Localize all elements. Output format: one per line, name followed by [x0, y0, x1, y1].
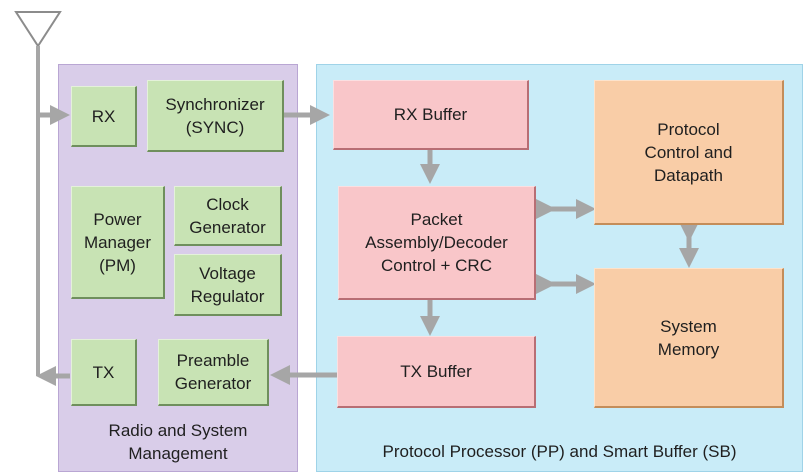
power-manager-block: Power Manager (PM)	[71, 186, 165, 299]
power-manager-label-line1: Power	[93, 209, 142, 229]
voltage-regulator-label-line1: Voltage	[199, 263, 256, 283]
protocol-control-label-line1: Protocol	[657, 119, 720, 139]
radio-region-label-line2: Management	[128, 444, 228, 463]
clock-generator-label-line1: Clock	[206, 194, 249, 214]
protocol-control-label-line2: Control and	[644, 142, 733, 162]
packet-label-line1: Packet	[410, 210, 463, 229]
rx-buffer-label: RX Buffer	[393, 105, 468, 124]
protocol-control-datapath-block: Protocol Control and Datapath	[594, 80, 784, 225]
system-memory-block: System Memory	[594, 268, 784, 408]
clock-generator-label-line2: Generator	[189, 217, 266, 237]
packet-label-line2: Assembly/Decoder	[365, 233, 508, 252]
tx-buffer-label: TX Buffer	[400, 362, 472, 381]
clock-generator-block: Clock Generator	[174, 186, 282, 246]
preamble-generator-label-line1: Preamble	[176, 351, 250, 370]
rx-buffer-block: RX Buffer	[333, 80, 529, 150]
synchronizer-block: Synchronizer (SYNC)	[147, 80, 284, 152]
tx-buffer-block: TX Buffer	[337, 336, 536, 408]
packet-label-line3: Control + CRC	[380, 256, 492, 275]
radio-region-label-line1: Radio and System	[108, 421, 248, 440]
tx-block: TX	[71, 339, 137, 406]
antenna-icon	[14, 11, 62, 376]
power-manager-label-line3: (PM)	[99, 255, 136, 275]
tx-label: TX	[92, 362, 115, 382]
radio-region-label: Radio and System Management	[59, 419, 297, 465]
system-memory-label-line1: System	[660, 316, 717, 336]
synchronizer-label-line2: (SYNC)	[185, 117, 245, 137]
rx-label: RX	[91, 106, 116, 126]
protocol-region-label: Protocol Processor (PP) and Smart Buffer…	[382, 442, 737, 461]
packet-assembly-decoder-block: Packet Assembly/Decoder Control + CRC	[338, 186, 536, 300]
preamble-generator-label-line2: Generator	[174, 374, 252, 393]
voltage-regulator-label-line2: Regulator	[190, 286, 265, 306]
synchronizer-label-line1: Synchronizer	[165, 94, 265, 114]
rx-block: RX	[71, 86, 137, 147]
power-manager-label-line2: Manager	[83, 232, 152, 252]
preamble-generator-block: Preamble Generator	[158, 339, 269, 406]
protocol-control-label-line3: Datapath	[653, 165, 723, 185]
voltage-regulator-block: Voltage Regulator	[174, 254, 282, 316]
system-memory-label-line2: Memory	[657, 339, 720, 359]
